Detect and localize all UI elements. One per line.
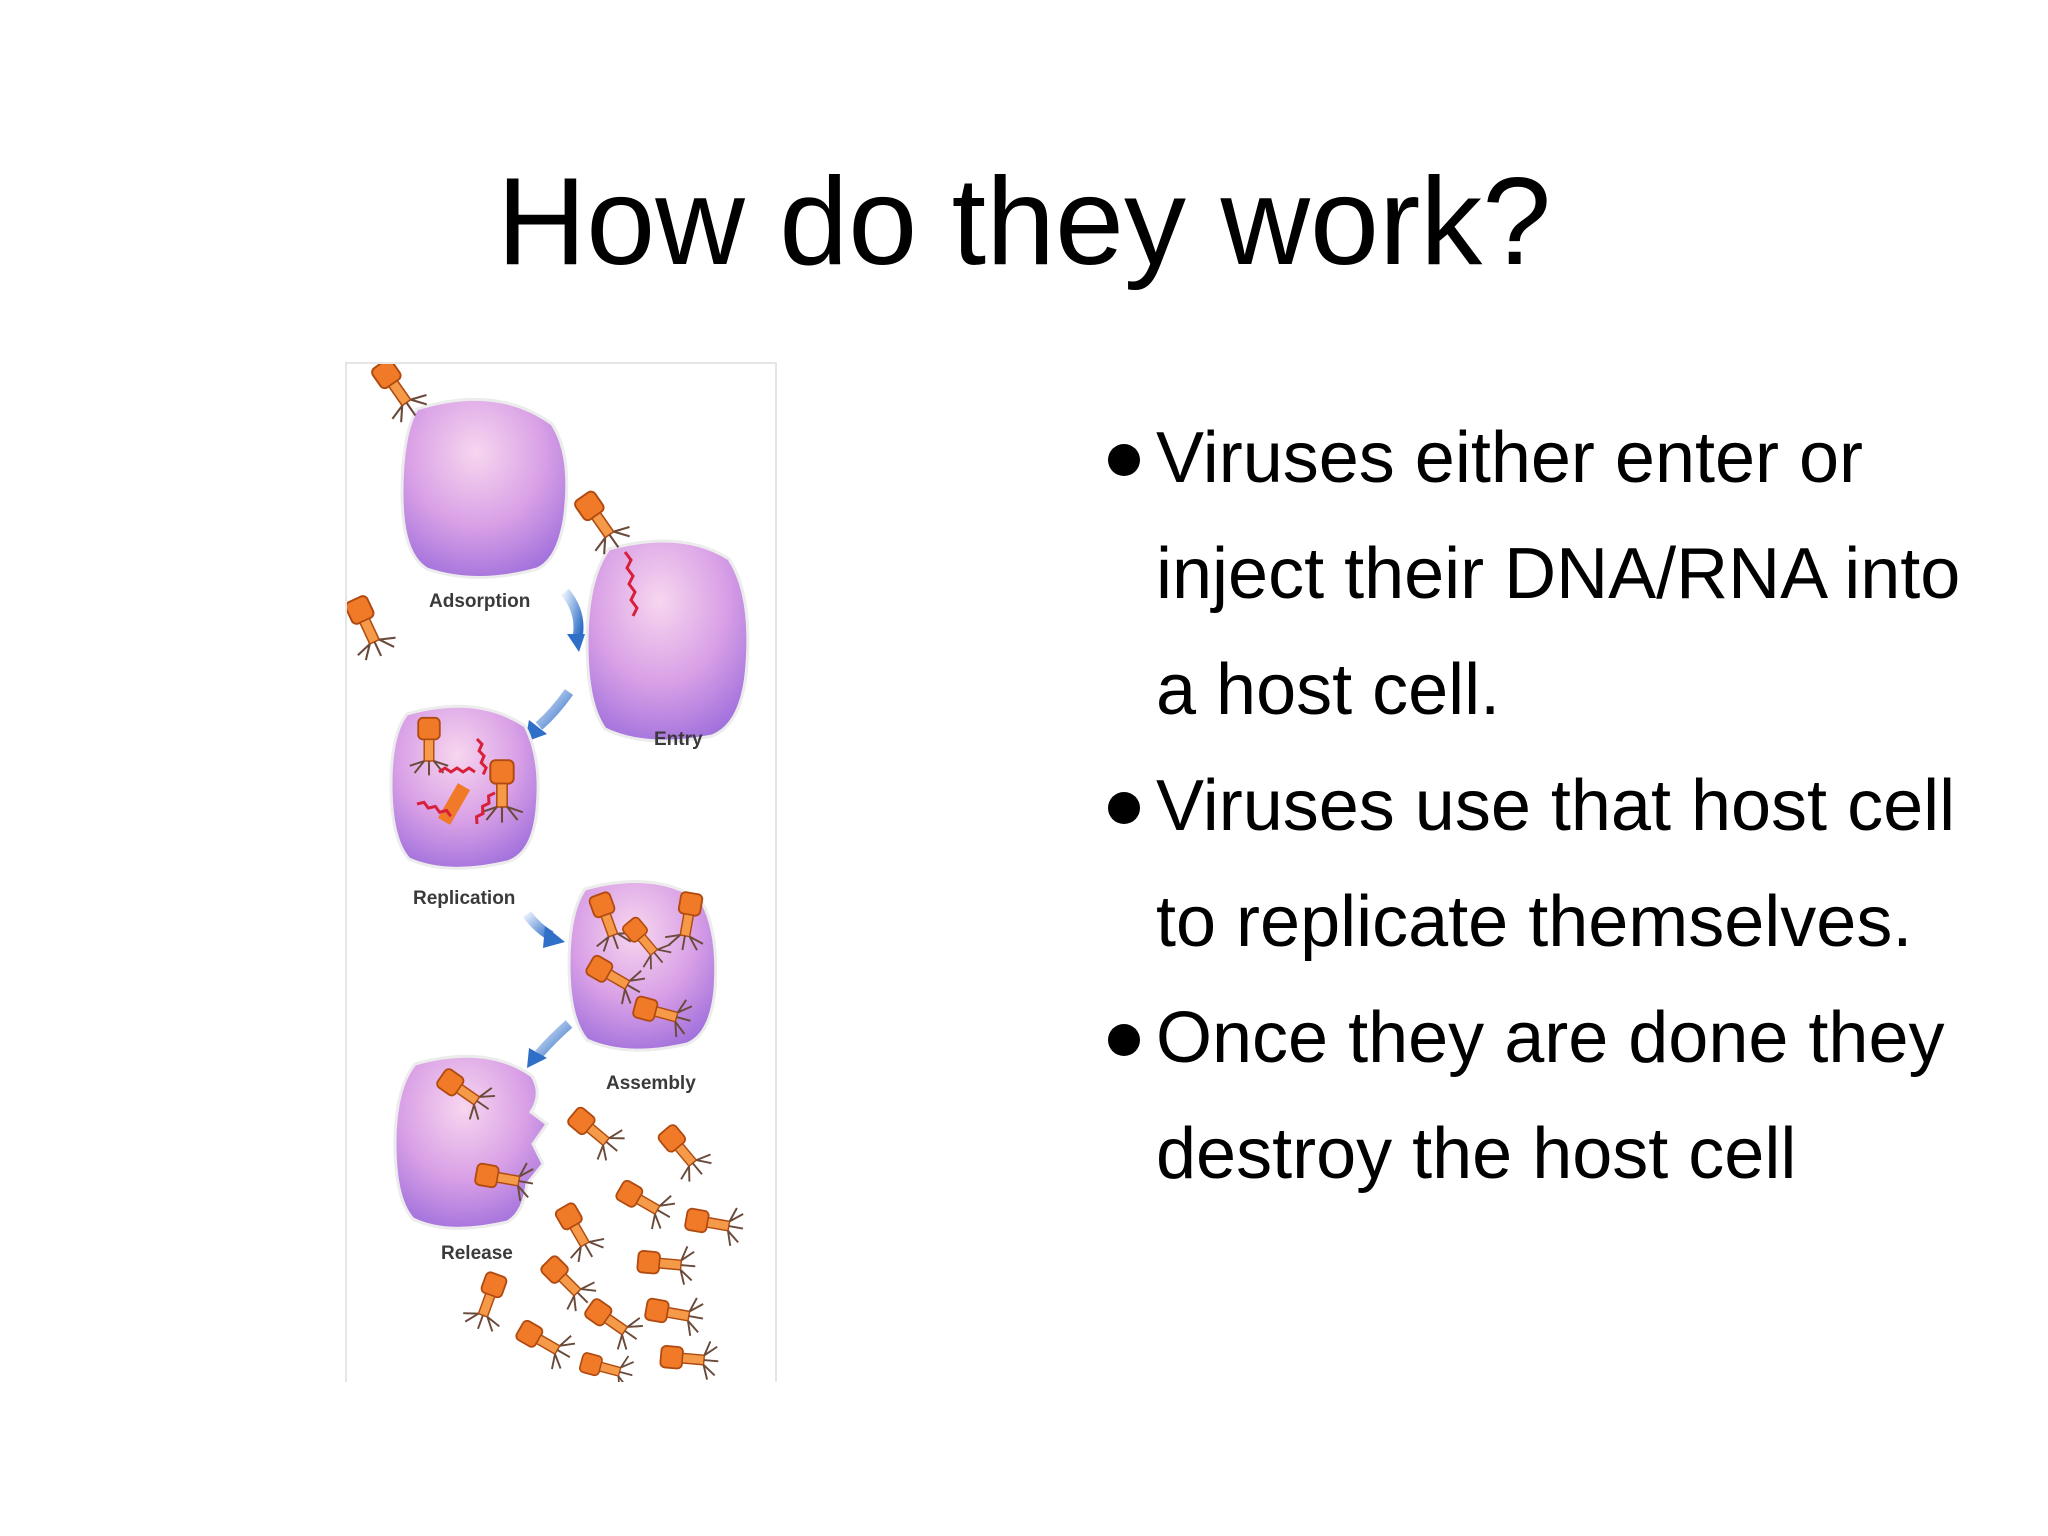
bullet-dot-icon	[1108, 792, 1140, 824]
bullet-dot-icon	[1108, 1024, 1140, 1056]
slide-title: How do they work?	[496, 153, 1552, 291]
bullet-item: Viruses either enter or inject their DNA…	[1108, 400, 2008, 748]
phage-icon	[641, 1288, 708, 1339]
replication-cell	[389, 704, 540, 870]
phage-icon	[609, 1170, 681, 1235]
phage-icon	[577, 1289, 649, 1356]
virus-lifecycle-diagram: Adsorption Entry Replication	[347, 364, 750, 1382]
stage-label-release: Release	[441, 1243, 513, 1264]
arrow-head-icon	[527, 1048, 547, 1068]
bullet-text: Viruses either enter or inject their DNA…	[1156, 418, 1961, 730]
assembly-cell	[567, 880, 718, 1052]
virus-lifecycle-figure: Adsorption Entry Replication	[345, 362, 777, 1382]
bullet-item: Once they are done they destroy the host…	[1108, 980, 2008, 1212]
bullet-list: Viruses either enter or inject their DNA…	[1108, 400, 2008, 1212]
stage-label-assembly: Assembly	[606, 1073, 696, 1094]
phage-icon	[559, 1098, 631, 1167]
arrow-head-icon	[567, 634, 585, 652]
bullet-dot-icon	[1108, 444, 1140, 476]
phage-icon	[649, 1116, 718, 1188]
arrow-icon	[535, 689, 574, 730]
phage-icon	[509, 1310, 581, 1375]
stage-label-replication: Replication	[413, 888, 515, 909]
arrow-head-icon	[543, 926, 565, 948]
phage-icon	[635, 1241, 698, 1287]
dna-icon	[623, 551, 639, 617]
stage-label-adsorption: Adsorption	[429, 591, 530, 612]
release-cell	[393, 1054, 550, 1230]
capsid-part-icon	[437, 783, 471, 825]
phage-icon	[458, 1267, 517, 1337]
phage-icon	[658, 1336, 721, 1382]
bullet-item: Viruses use that host cell to replicate …	[1108, 748, 2008, 980]
phage-icon	[681, 1198, 748, 1249]
stage-label-entry: Entry	[654, 729, 703, 750]
arrow-icon	[561, 588, 584, 642]
entry-cell	[564, 483, 750, 743]
bullet-text: Once they are done they destroy the host…	[1156, 998, 1945, 1194]
phage-icon	[575, 1343, 638, 1382]
arrow-icon	[535, 1020, 573, 1058]
phage-icon	[347, 589, 401, 666]
adsorption-cell	[361, 364, 569, 579]
bullet-text: Viruses use that host cell to replicate …	[1156, 766, 1956, 962]
